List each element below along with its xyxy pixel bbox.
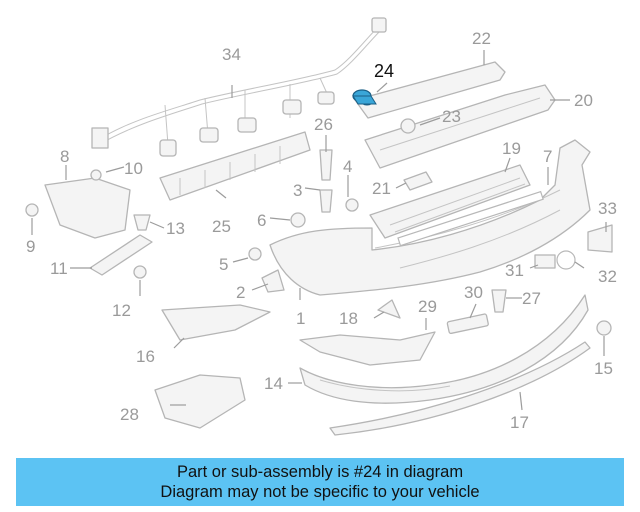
callout-28: 28 <box>120 405 139 424</box>
callout-6: 6 <box>257 211 266 230</box>
callout-25: 25 <box>212 217 231 236</box>
callout-13: 13 <box>166 219 185 238</box>
part-16-lamp <box>161 304 271 341</box>
part-29-reflector <box>299 331 436 366</box>
callout-19: 19 <box>502 139 521 158</box>
callout-7: 7 <box>543 147 552 166</box>
caption-banner: Part or sub-assembly is #24 in diagram D… <box>16 458 624 506</box>
callout-26: 26 <box>314 115 333 134</box>
callout-14: 14 <box>264 374 283 393</box>
part-11-bracket <box>89 234 153 276</box>
callout-34: 34 <box>222 45 241 64</box>
fasteners <box>25 118 613 336</box>
callout-4: 4 <box>343 157 352 176</box>
callout-15: 15 <box>594 359 613 378</box>
part-25-absorber <box>159 131 311 201</box>
callout-1: 1 <box>296 309 305 328</box>
callout-23: 23 <box>442 107 461 126</box>
callout-22: 22 <box>472 29 491 48</box>
callout-20: 20 <box>574 91 593 110</box>
callout-5: 5 <box>219 255 228 274</box>
callout-2: 2 <box>236 283 245 302</box>
callout-32: 32 <box>598 267 617 286</box>
callout-16: 16 <box>136 347 155 366</box>
part-17-trim <box>329 341 591 436</box>
part-34-wiring-harness <box>91 17 387 157</box>
part-30-reflector <box>446 313 489 335</box>
caption-line-2: Diagram may not be specific to your vehi… <box>160 483 480 501</box>
callout-17: 17 <box>510 413 529 432</box>
parts-diagram: 1 2 3 4 5 6 7 8 9 10 11 12 13 14 15 16 1… <box>25 17 617 436</box>
callout-33: 33 <box>598 199 617 218</box>
callout-31: 31 <box>505 261 524 280</box>
part-28-bracket <box>154 374 246 429</box>
callout-labels: 1 2 3 4 5 6 7 8 9 10 11 12 13 14 15 16 1… <box>26 29 617 432</box>
part-1-bumper-cover <box>269 139 591 296</box>
callout-27: 27 <box>522 289 541 308</box>
part-22-bracket <box>354 61 506 119</box>
part-14-lower-cover <box>299 294 589 404</box>
caption-line-1: Part or sub-assembly is #24 in diagram <box>176 463 464 481</box>
callout-8: 8 <box>60 147 69 166</box>
part-24-clip <box>352 89 377 106</box>
callout-9: 9 <box>26 237 35 256</box>
part-8-bracket <box>44 177 131 239</box>
callout-18: 18 <box>339 309 358 328</box>
part-19-cover <box>369 164 531 239</box>
callout-12: 12 <box>112 301 131 320</box>
callout-21: 21 <box>372 179 391 198</box>
callout-3: 3 <box>293 181 302 200</box>
callout-11: 11 <box>50 259 68 278</box>
callout-10: 10 <box>124 159 143 178</box>
leader-lines <box>31 50 607 411</box>
callout-30: 30 <box>464 283 483 302</box>
callout-24-highlighted: 24 <box>374 61 394 81</box>
callout-29: 29 <box>418 297 437 316</box>
